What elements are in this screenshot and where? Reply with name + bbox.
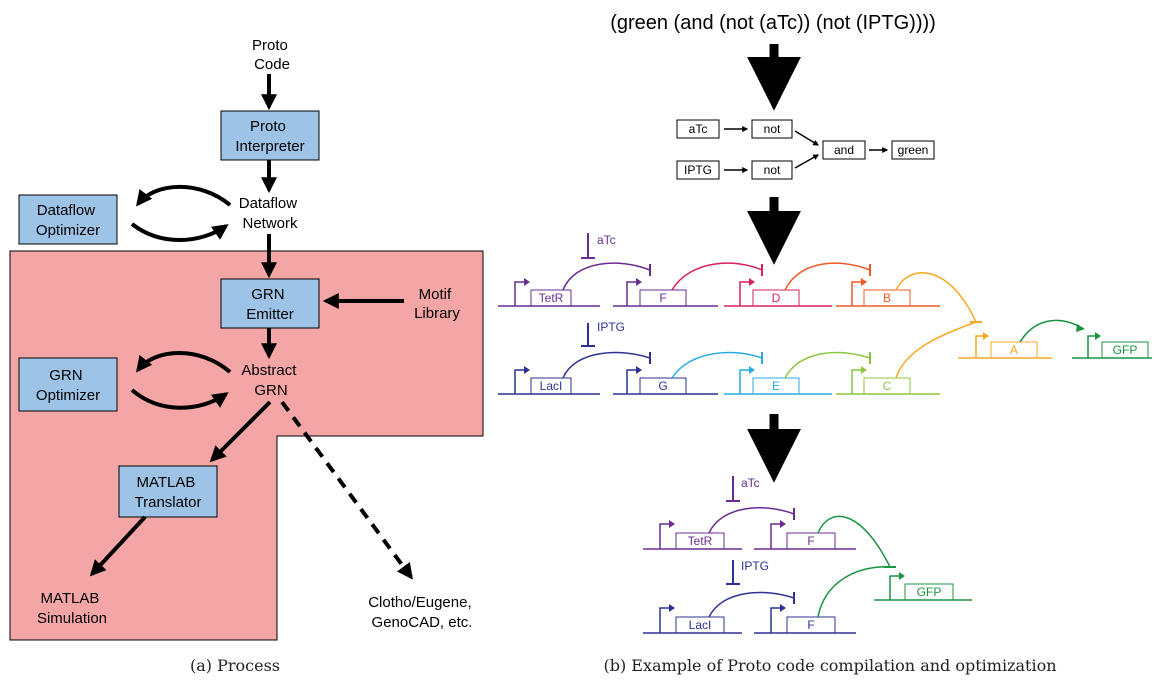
gene-b: B (883, 291, 891, 305)
gene-gfp: GFP (1113, 343, 1138, 357)
grn-iptg: IPTG (597, 320, 625, 334)
proto-formula: (green (and (not (aTc)) (not (IPTG)))) (610, 12, 936, 34)
grn-optimizer-label: GRN Optimizer (36, 367, 100, 404)
df-atc: aTc (689, 122, 708, 136)
opt-gene-f-1: F (807, 534, 814, 548)
grn-optimizer-box (18, 357, 118, 412)
df-green: green (898, 143, 929, 157)
proto-interpreter-label: Proto Interpreter (235, 118, 304, 155)
caption-a: (a) Process (190, 656, 280, 675)
grn-atc: aTc (597, 233, 616, 247)
dataflow-optimizer-label: Dataflow Optimizer (36, 202, 100, 239)
dataflow-network-label: Dataflow Network (239, 195, 302, 232)
matlab-translator-box (118, 465, 218, 518)
grn-emitter-label: GRN Emitter (246, 286, 294, 323)
dataflow-optimizer-box (18, 194, 118, 245)
abstract-grn-label: Abstract GRN (241, 362, 300, 399)
gene-d: D (772, 291, 781, 305)
gene-c: C (883, 379, 892, 393)
opt-gene-gfp: GFP (917, 585, 942, 599)
df-not-1: not (764, 122, 781, 136)
clotho-label: Clotho/Eugene, GenoCAD, etc. (368, 594, 476, 631)
df-not-2: not (764, 163, 781, 177)
grn-region (9, 250, 484, 641)
proto-code-label: Proto Code (252, 37, 292, 73)
opt-gene-f-2: F (807, 618, 814, 632)
matlab-translator-label: MATLAB Translator (135, 474, 202, 511)
motif-library-label: Motif Library (414, 286, 460, 322)
gene-tetr: TetR (539, 291, 564, 305)
dataflow-graph: aTc not IPTG not and green (676, 119, 935, 180)
grn-full: aTc TetR F D B IPTG (498, 233, 1152, 395)
gene-a: A (1010, 343, 1018, 357)
opt-gene-laci: LacI (689, 618, 712, 632)
grn-optimized: aTc TetR F IPTG LacI F GFP (643, 476, 972, 634)
matlab-simulation-label: MATLAB Simulation (37, 590, 107, 627)
opt-gene-tetr: TetR (688, 534, 713, 548)
opt-atc: aTc (741, 476, 760, 490)
proto-interpreter-box (220, 110, 320, 161)
df-iptg: IPTG (684, 163, 712, 177)
opt-iptg: IPTG (741, 559, 769, 573)
gene-e: E (772, 379, 780, 393)
df-and: and (834, 143, 854, 157)
gene-f: F (659, 291, 666, 305)
gene-g: G (658, 379, 667, 393)
grn-emitter-box (220, 278, 320, 329)
gene-laci: LacI (540, 379, 563, 393)
caption-b: (b) Example of Proto code compilation an… (603, 656, 1056, 675)
